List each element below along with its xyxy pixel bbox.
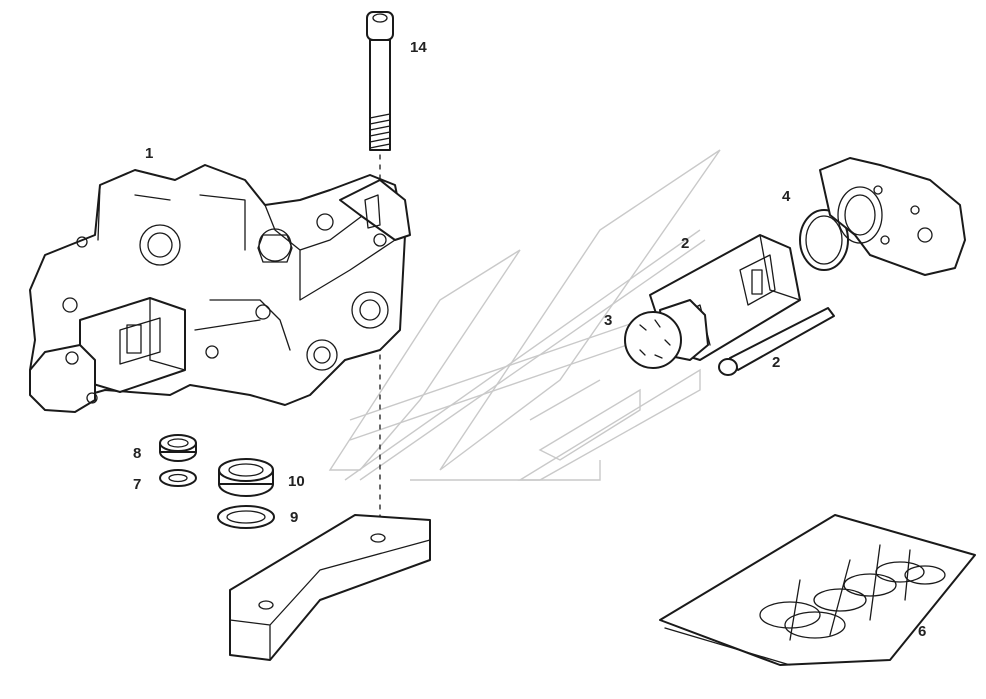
watermark-logo (328, 149, 721, 481)
callout-2-coil: 2 (681, 235, 689, 252)
callout-8: 8 (133, 445, 141, 462)
callout-9: 9 (290, 509, 298, 526)
callout-2-bolt: 2 (772, 354, 780, 371)
callout-6: 6 (918, 623, 926, 640)
callout-14: 14 (410, 39, 427, 56)
callout-1: 1 (145, 145, 153, 162)
washer-part-9 (217, 505, 275, 529)
spacer-block (229, 514, 431, 661)
seal-part-8 (159, 434, 197, 462)
washer-part-7 (159, 469, 197, 487)
bolt-part-14 (366, 11, 394, 521)
callout-labels: 14 1 2 2 3 4 8 7 10 9 6 (133, 39, 926, 640)
seal-part-10 (218, 458, 274, 497)
valve-body-part-1 (29, 164, 411, 413)
seal-kit-part-6 (659, 514, 976, 666)
o-ring-part-4 (799, 209, 849, 271)
callout-10: 10 (288, 473, 305, 490)
callout-7: 7 (133, 476, 141, 493)
long-bolt-part-2 (718, 307, 835, 376)
flange-plate (819, 157, 966, 276)
knob-part-3 (624, 299, 709, 369)
callout-3: 3 (604, 312, 612, 329)
callout-4: 4 (782, 188, 791, 205)
